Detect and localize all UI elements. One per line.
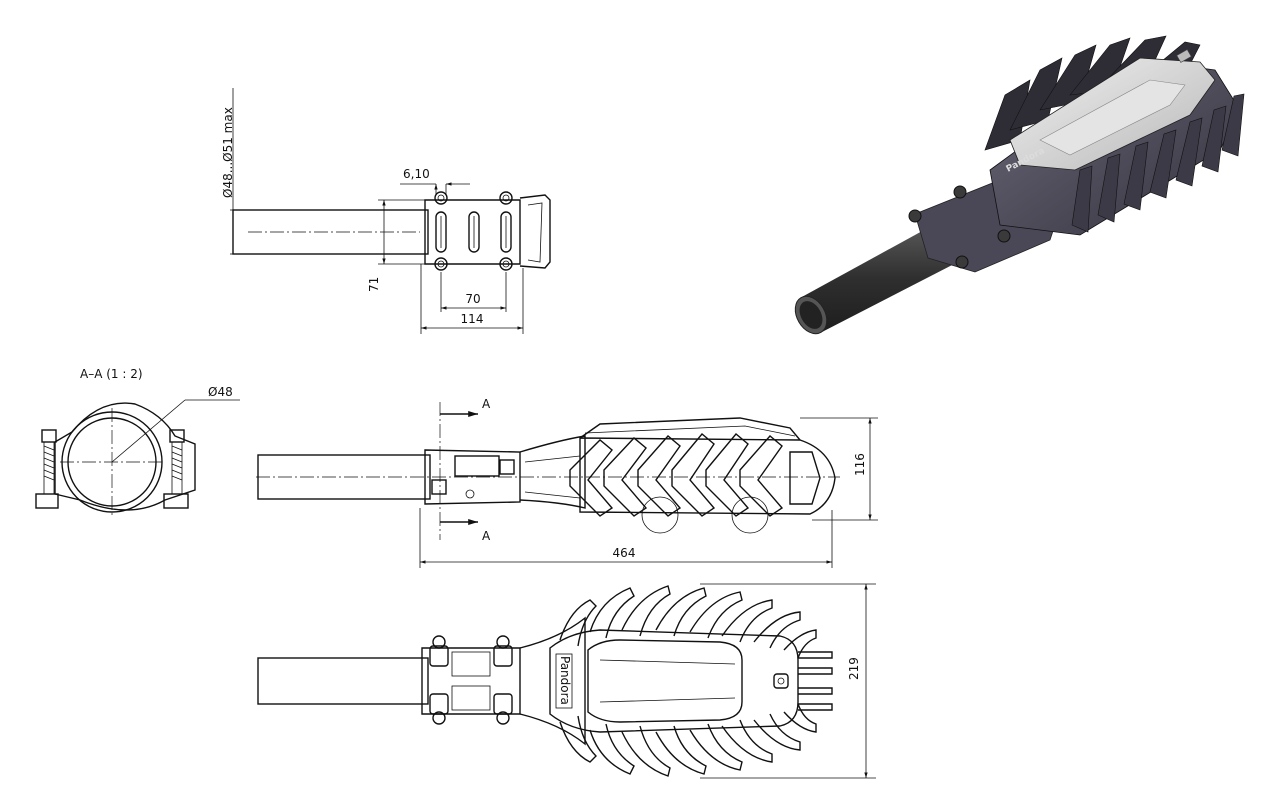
dim-71: 71 [367,277,381,292]
dim-219: 219 [847,657,861,680]
dim-70: 70 [465,292,480,306]
dim-d48: Ø48 [208,385,233,399]
plan-view [257,583,876,779]
dim-116: 116 [853,453,867,476]
brand-logo-plan: Pandora [558,656,572,705]
dim-diameter-range: Ø48...Ø51 max [221,107,235,198]
section-a-a [35,399,240,516]
dim-6-10: 6,10 [403,167,430,181]
side-view [256,402,878,568]
section-title: A–A (1 : 2) [80,367,143,381]
dim-114: 114 [461,312,484,326]
section-mark-top: A [482,397,491,411]
dim-464: 464 [613,546,636,560]
top-clamp-view [230,88,551,334]
section-mark-bottom: A [482,529,491,543]
isometric-render [794,35,1245,335]
